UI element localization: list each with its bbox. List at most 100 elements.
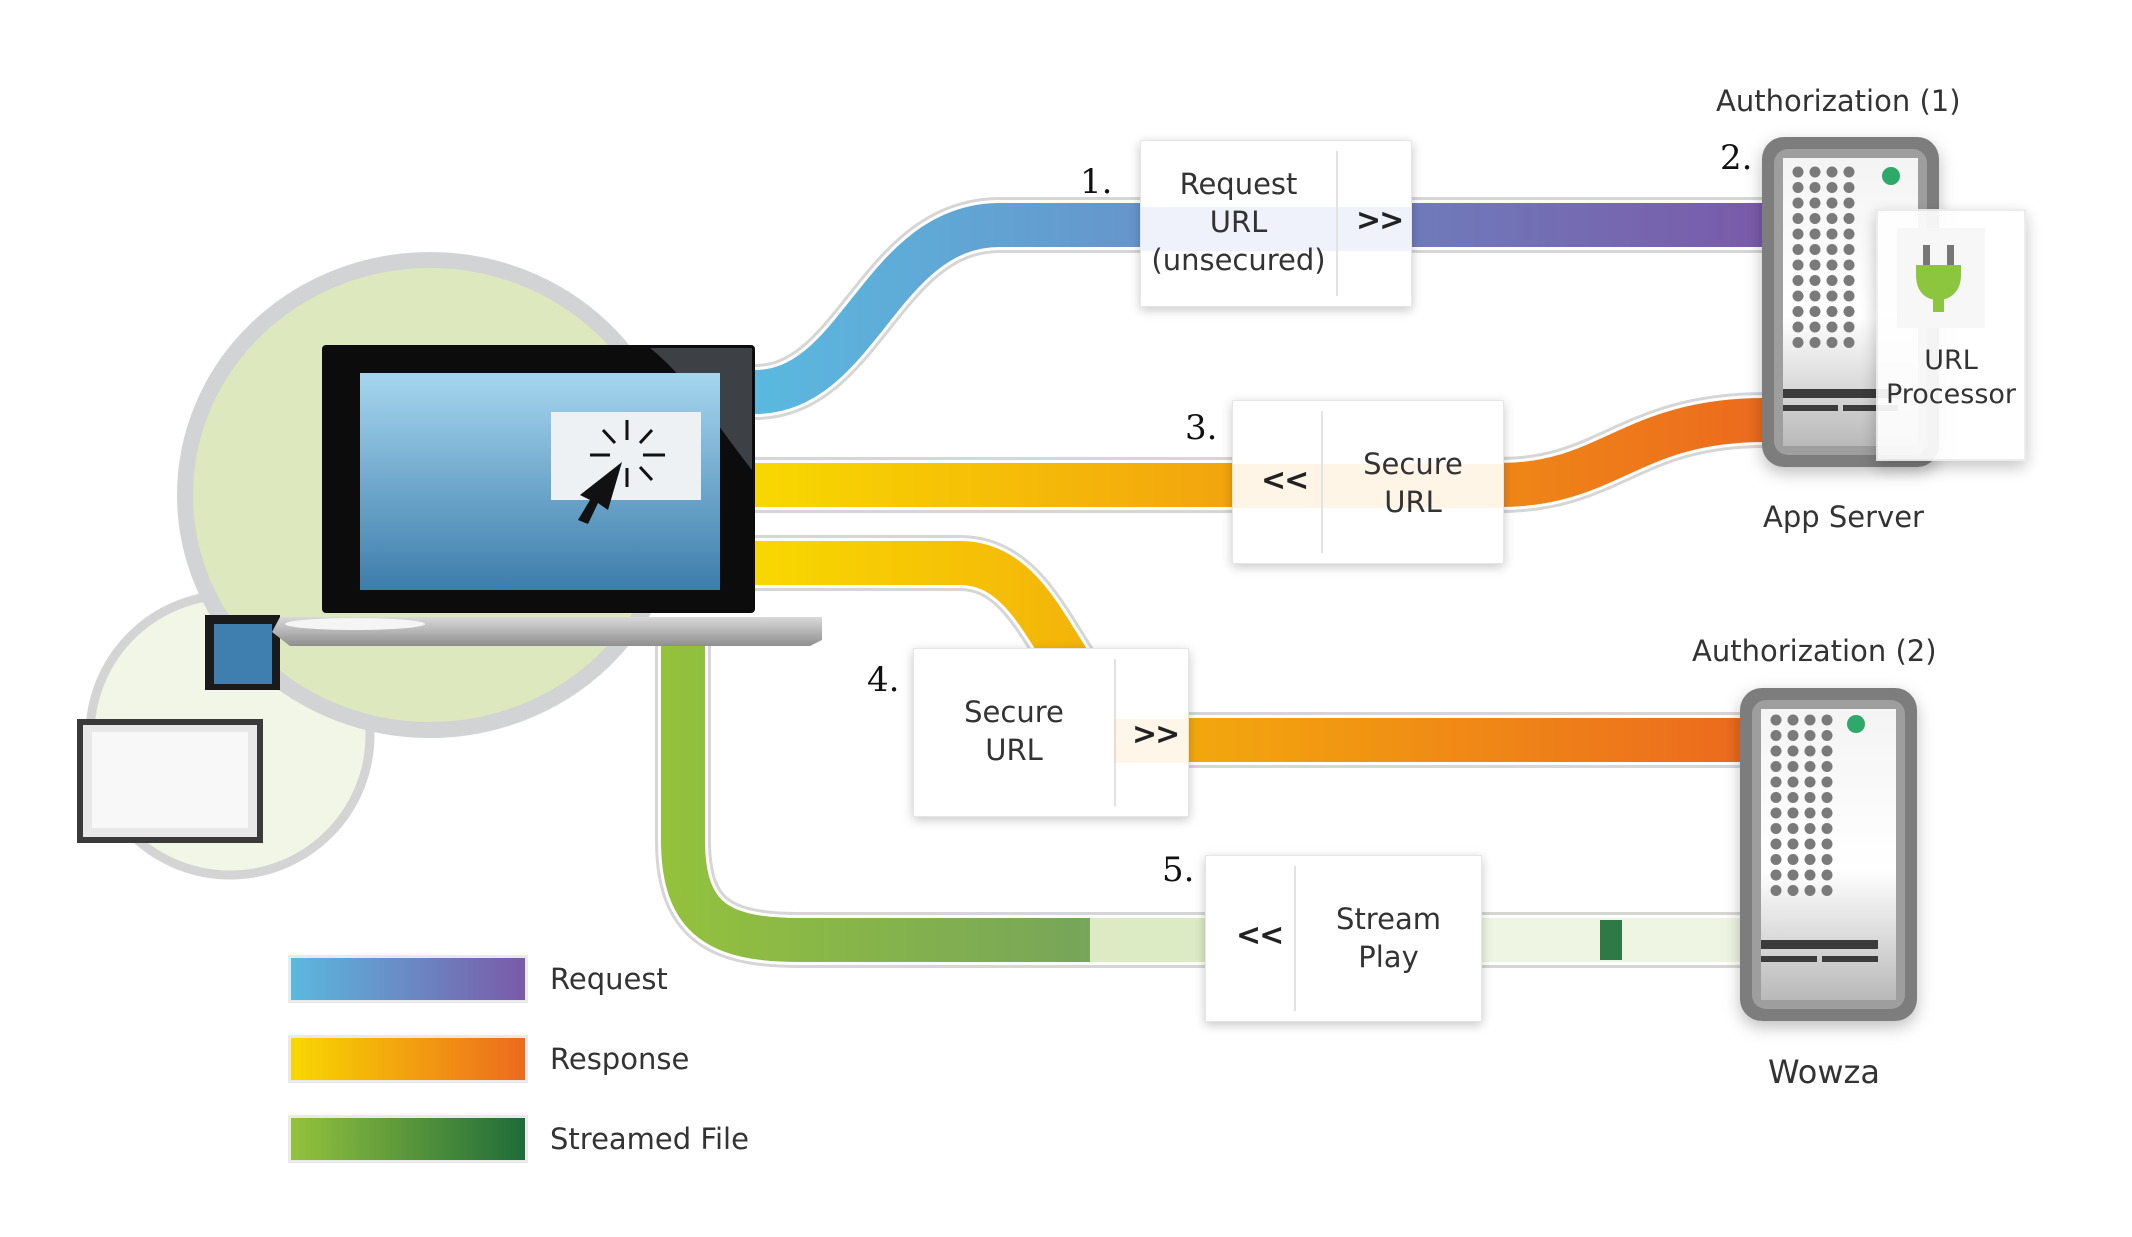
- box-text-line: Secure: [964, 695, 1064, 729]
- vent-dot: [1821, 730, 1833, 741]
- vent-dot: [1826, 182, 1838, 193]
- stream-progress-marker: [1600, 920, 1622, 960]
- box-text-line: URL: [985, 733, 1043, 767]
- vent-dot: [1792, 321, 1804, 333]
- vent-dot: [1792, 197, 1804, 209]
- vent-dot: [1787, 714, 1799, 726]
- step-number-1: 1.: [1080, 162, 1113, 202]
- vent-dot: [1821, 792, 1833, 803]
- vent-dot: [1787, 761, 1799, 772]
- vent-dot: [1809, 228, 1821, 240]
- vent-dot: [1770, 714, 1782, 726]
- vent-dot: [1804, 838, 1816, 850]
- vent-dot: [1826, 275, 1838, 286]
- vent-dot: [1804, 792, 1816, 803]
- vent-dot: [1826, 166, 1838, 178]
- vent-dot: [1843, 182, 1855, 193]
- vent-dot: [1787, 776, 1799, 788]
- vent-dot: [1792, 337, 1804, 348]
- legend-label: Response: [550, 1042, 690, 1076]
- url-processor-label: URL Processor: [1877, 344, 2025, 412]
- url-processor-line: Processor: [1885, 379, 2017, 410]
- vent-dot: [1821, 885, 1833, 896]
- status-led: [1882, 167, 1900, 185]
- box-text-line: URL: [1209, 205, 1268, 239]
- status-led: [1847, 715, 1865, 733]
- vent-dot: [1770, 792, 1782, 803]
- vent-dot: [1804, 854, 1816, 865]
- vent-dot: [1809, 337, 1821, 348]
- vent-dot: [1792, 213, 1804, 224]
- box-text-line: (unsecured): [1151, 243, 1326, 277]
- vent-dot: [1770, 745, 1782, 757]
- legend-label: Request: [550, 962, 668, 996]
- legend-item-response: Response: [288, 1035, 689, 1083]
- vent-dot: [1787, 869, 1799, 881]
- vent-dot: [1770, 854, 1782, 865]
- box-text-line: Secure: [1363, 447, 1463, 481]
- vent-dot: [1804, 807, 1816, 819]
- authorization-2-heading: Authorization (2): [1692, 634, 1937, 668]
- url-processor-panel: [1876, 209, 2026, 461]
- vent-dot: [1787, 838, 1799, 850]
- url-processor-line: URL: [1924, 345, 1978, 376]
- vent-dot: [1804, 885, 1816, 896]
- vent-dot: [1826, 197, 1838, 209]
- vent-dot: [1809, 197, 1821, 209]
- vent-dot: [1821, 854, 1833, 865]
- vent-dot: [1809, 290, 1821, 302]
- vent-dot: [1826, 321, 1838, 333]
- vent-dot: [1787, 745, 1799, 757]
- back-arrow-icon: <<: [1236, 918, 1284, 953]
- authorization-1-heading: Authorization (1): [1716, 84, 1961, 118]
- vent-dot: [1804, 745, 1816, 757]
- vent-dot: [1809, 306, 1821, 317]
- tablet-screen: [92, 732, 248, 828]
- step-5-stream-play-box: << Stream Play: [1205, 855, 1482, 1022]
- laptop-icon: [272, 345, 822, 646]
- vent-dot: [1843, 321, 1855, 333]
- vent-dot: [1792, 290, 1804, 302]
- vent-dot: [1809, 182, 1821, 193]
- vent-dot: [1821, 823, 1833, 834]
- back-arrow-icon: <<: [1261, 463, 1309, 498]
- vent-dot: [1770, 838, 1782, 850]
- cursor-icon: [578, 462, 622, 524]
- vent-dot: [1804, 776, 1816, 788]
- vent-dot: [1821, 807, 1833, 819]
- vent-dot: [1809, 259, 1821, 271]
- vent-dot: [1843, 228, 1855, 240]
- vent-dot: [1843, 166, 1855, 178]
- wowza-server-icon: [1740, 688, 1917, 1021]
- vent-dot: [1821, 838, 1833, 850]
- legend-item-streamed-file: Streamed File: [288, 1115, 749, 1163]
- vent-dot: [1770, 776, 1782, 788]
- vent-dot: [1826, 259, 1838, 271]
- vent-dot: [1792, 228, 1804, 240]
- vent-dot: [1787, 854, 1799, 865]
- vent-dot: [1787, 823, 1799, 834]
- vent-dot: [1804, 761, 1816, 772]
- vent-dot: [1809, 213, 1821, 224]
- vent-dot: [1821, 761, 1833, 772]
- vent-dot: [1792, 259, 1804, 271]
- vent-dot: [1787, 885, 1799, 896]
- vent-dot: [1809, 244, 1821, 255]
- legend-swatch-response: [288, 1035, 528, 1083]
- vent-dot: [1843, 290, 1855, 302]
- vent-dot: [1804, 869, 1816, 881]
- vent-dot: [1809, 275, 1821, 286]
- stream-path: [655, 630, 1745, 968]
- request-path: [753, 197, 1765, 420]
- step-3-secure-url-box: << Secure URL: [1232, 400, 1504, 564]
- plug-icon: [1916, 245, 1961, 312]
- vent-dot: [1792, 275, 1804, 286]
- step-1-request-url-box: Request URL (unsecured) >>: [1140, 140, 1412, 307]
- vent-dot: [1787, 730, 1799, 741]
- step-4-secure-url-box: Secure URL >>: [913, 648, 1189, 817]
- vent-dot: [1792, 182, 1804, 193]
- vent-dot: [1770, 823, 1782, 834]
- vent-dot: [1826, 306, 1838, 317]
